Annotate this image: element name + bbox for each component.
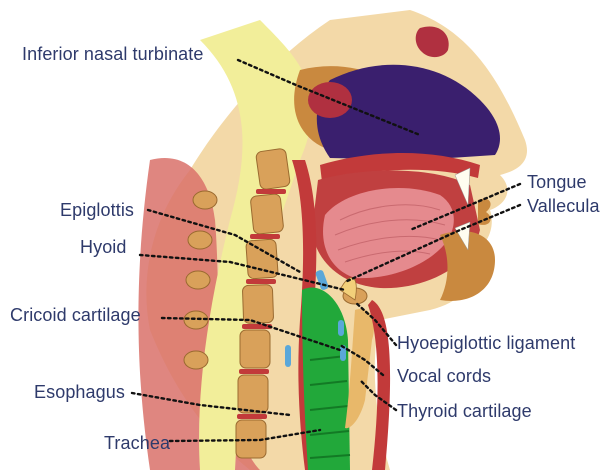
label-hyoid: Hyoid: [80, 237, 127, 257]
label-cricoid-cartilage: Cricoid cartilage: [10, 305, 141, 325]
label-thyroid-cartilage: Thyroid cartilage: [397, 401, 532, 421]
label-epiglottis: Epiglottis: [60, 200, 134, 220]
label-hyoepiglottic-ligament: Hyoepiglottic ligament: [397, 333, 608, 353]
label-inferior-nasal-turbinate: Inferior nasal turbinate: [22, 44, 204, 64]
label-trachea: Trachea: [104, 433, 170, 453]
label-vocal-cords: Vocal cords: [397, 366, 491, 386]
label-tongue: Tongue: [527, 172, 587, 192]
label-vallecula: Vallecula: [527, 196, 608, 216]
sphenoid-sinus: [308, 82, 352, 118]
label-esophagus: Esophagus: [34, 382, 125, 402]
